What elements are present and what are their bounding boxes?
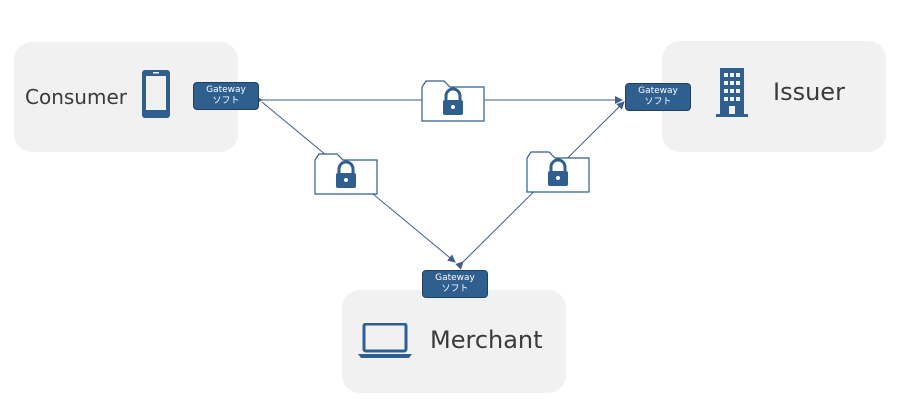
locked-folder-icon xyxy=(421,80,485,122)
locked-folder-icon xyxy=(526,151,590,193)
locked-folder-icon xyxy=(314,153,378,195)
gateway-title: Gateway xyxy=(206,85,246,95)
gateway-subtitle: ソフト xyxy=(644,97,672,107)
gateway-badge-issuer: Gateway ソフト xyxy=(625,83,691,111)
gateway-title: Gateway xyxy=(435,273,475,283)
issuer-label: Issuer xyxy=(773,78,845,106)
merchant-label: Merchant xyxy=(430,326,543,354)
gateway-subtitle: ソフト xyxy=(212,96,240,106)
gateway-badge-merchant: Gateway ソフト xyxy=(422,270,488,298)
gateway-title: Gateway xyxy=(638,86,678,96)
merchant-node xyxy=(342,290,566,393)
issuer-node xyxy=(662,41,886,152)
laptop-icon xyxy=(358,323,412,358)
gateway-subtitle: ソフト xyxy=(441,284,469,294)
consumer-label: Consumer xyxy=(25,85,127,109)
gateway-badge-consumer: Gateway ソフト xyxy=(193,82,259,110)
smartphone-icon xyxy=(142,70,170,118)
building-icon xyxy=(716,68,748,117)
